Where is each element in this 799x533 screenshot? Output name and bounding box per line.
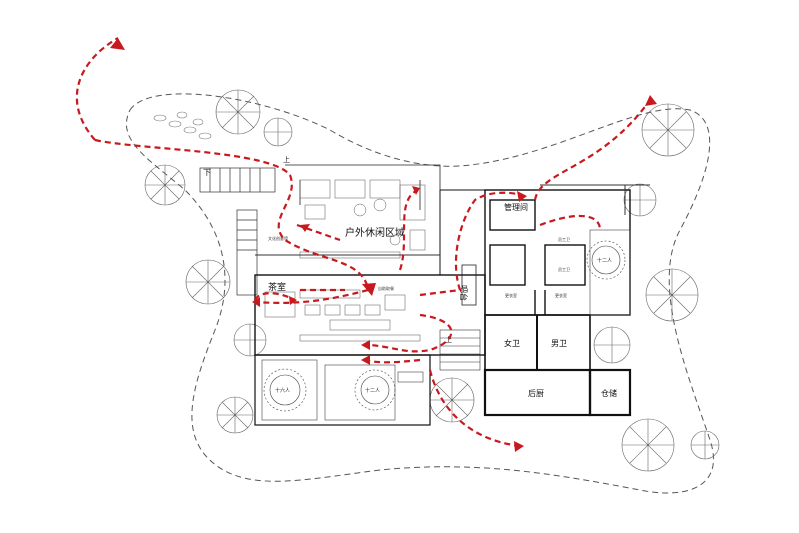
table-12-center-label: 十二人 bbox=[365, 387, 380, 394]
staff-wc-label-2: 员工卫 bbox=[558, 266, 570, 272]
women-wc-label: 女卫 bbox=[504, 338, 520, 348]
outdoor-leisure-area-label: 户外休闲区域 bbox=[345, 226, 405, 239]
private-dining-12 bbox=[324, 364, 424, 421]
arrow-head-icon bbox=[110, 38, 657, 452]
entrance-stairs bbox=[199, 167, 276, 193]
tree-icon bbox=[623, 183, 657, 217]
tree-icon bbox=[593, 326, 631, 364]
tree-icon bbox=[263, 117, 293, 147]
bar-label: 吧台 bbox=[459, 285, 469, 301]
site-boundary bbox=[125, 93, 714, 494]
table-12-right-label: 十二人 bbox=[597, 257, 612, 264]
tree-icon bbox=[429, 377, 475, 423]
tea-room-label: 茶室 bbox=[268, 281, 286, 293]
down-label: 下 bbox=[203, 168, 211, 177]
tree-icon bbox=[216, 396, 254, 434]
staff-wc-label-1: 员工卫 bbox=[558, 236, 570, 242]
private-dining-16 bbox=[261, 359, 318, 421]
tree-icon bbox=[645, 268, 699, 322]
table-16-label: 十六人 bbox=[275, 387, 290, 394]
service-rooms bbox=[489, 199, 586, 370]
self-service-label: 自助取餐 bbox=[378, 285, 394, 291]
back-kitchen-label: 后厨 bbox=[528, 388, 544, 398]
private-dining-right bbox=[586, 229, 631, 316]
changing-room-label-1: 更衣室 bbox=[505, 292, 517, 298]
tree-icon bbox=[641, 103, 695, 157]
men-wc-label: 男卫 bbox=[551, 339, 567, 348]
management-room-label: 管理间 bbox=[504, 202, 528, 212]
tree-icon bbox=[621, 418, 675, 472]
tree-icon bbox=[690, 430, 720, 460]
tree-icon bbox=[185, 259, 231, 305]
storage-label: 仓储 bbox=[601, 388, 617, 398]
side-ramp bbox=[236, 209, 258, 296]
tree-icon bbox=[215, 89, 261, 135]
pergola-lines bbox=[255, 184, 650, 256]
note-culture-wall: 文化创意墙 bbox=[268, 235, 288, 241]
dining-hall-furniture bbox=[264, 289, 421, 342]
center-stairs bbox=[439, 329, 481, 371]
bar-counter bbox=[461, 264, 477, 306]
tree-icon bbox=[233, 323, 267, 357]
up-label-top: 上 bbox=[283, 155, 290, 164]
circulation-flow-arrows bbox=[75, 37, 651, 448]
tree-icon bbox=[144, 164, 186, 206]
building-walls bbox=[254, 189, 632, 426]
changing-room-label-2: 更衣室 bbox=[555, 292, 567, 298]
stepping-stones bbox=[153, 111, 212, 140]
outdoor-furniture bbox=[299, 179, 426, 259]
up-label-center: 上 bbox=[445, 335, 452, 344]
